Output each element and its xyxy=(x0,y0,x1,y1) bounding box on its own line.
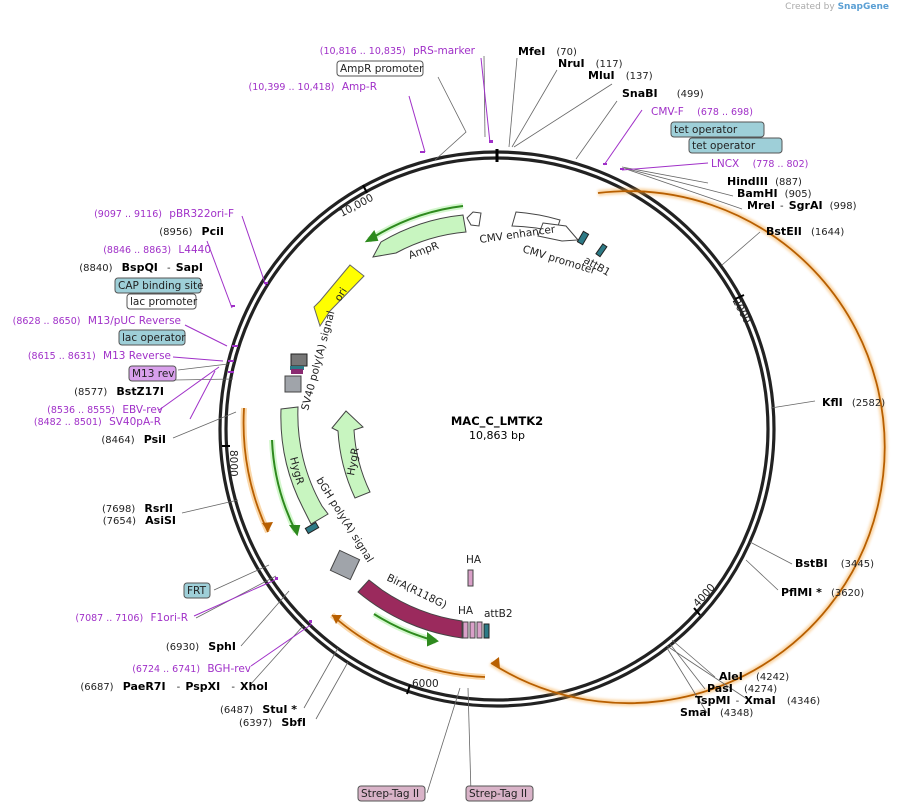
primer-lines xyxy=(158,57,709,667)
box-tet-operator-1: tet operator xyxy=(674,124,738,136)
orf-arcs xyxy=(240,188,888,707)
site-mrei: MreI - SgrAI (998) xyxy=(747,194,857,213)
orf-main xyxy=(490,190,886,705)
site-mfei: MfeI (70) xyxy=(518,40,577,59)
backbone xyxy=(218,149,776,708)
snapgene-credit: Created by SnapGene xyxy=(785,2,889,12)
feature-shapes xyxy=(280,211,608,639)
primer-m13puc: (8628 .. 8650) M13/pUC Reverse xyxy=(13,315,181,327)
boxed-labels: AmpR promoter tet operator tet operator … xyxy=(114,60,783,802)
primer-sv40pa: (8482 .. 8501) SV40pA-R xyxy=(34,416,161,428)
box-ampr-promoter: AmpR promoter xyxy=(340,63,424,75)
site-psii: (8464) PsiI xyxy=(101,428,166,447)
primer-l4440: (8846 .. 8863) L4440 xyxy=(103,244,211,256)
ha-3 xyxy=(476,621,483,639)
primer-f1ori: (7087 .. 7106) F1ori-R xyxy=(75,612,188,624)
box-cap-site: CAP binding site xyxy=(118,280,204,292)
primer-prs: (10,816 .. 10,835) pRS-marker xyxy=(320,45,476,57)
ampr-arrow xyxy=(372,214,467,258)
birA-arrow xyxy=(357,579,463,639)
site-mlui: MluI (137) xyxy=(588,64,653,83)
site-pasi: PasI (4274) xyxy=(707,677,777,696)
plasmid-length: 10,863 bp xyxy=(469,429,525,442)
site-bstbi: BstBI (3445) xyxy=(795,552,874,571)
site-sphi: (6930) SphI xyxy=(166,635,236,654)
site-tspmi: TspMI - XmaI (4346) xyxy=(695,689,820,708)
site-pflmi: PflMI * (3620) xyxy=(781,581,864,600)
orf-lower xyxy=(331,614,486,678)
leader-lines xyxy=(172,55,816,794)
site-rsrii: (7698) RsrII xyxy=(102,497,173,516)
hygr-inner-arrow xyxy=(331,410,371,499)
label-attb1: attB1 xyxy=(582,254,613,279)
primer-marks xyxy=(228,140,624,623)
sv40-block xyxy=(290,353,308,367)
m13-shape xyxy=(291,369,303,374)
tick-8000: 8000 xyxy=(227,450,239,477)
primer-bgh: (6724 .. 6741) BGH-rev xyxy=(132,663,251,675)
plasmid-name: MAC_C_LMTK2 xyxy=(451,414,543,429)
box-lac-operator: lac operator xyxy=(122,332,186,344)
site-stui: (6487) StuI * xyxy=(220,698,297,717)
attb-left xyxy=(304,521,320,535)
primer-ebv: (8536 .. 8555) EBV-rev xyxy=(47,404,163,416)
site-bstz17i: (8577) BstZ17I xyxy=(74,380,164,399)
attb2-shape xyxy=(483,623,490,639)
bgh-polya xyxy=(329,549,361,581)
snapgene-logo: SnapGene xyxy=(837,2,889,12)
ampr-promoter-arrow xyxy=(466,211,482,227)
attb1-shape xyxy=(576,230,590,246)
primer-cmvf: CMV-F (678 .. 698) xyxy=(651,106,753,118)
primer-m13rev: (8615 .. 8631) M13 Reverse xyxy=(28,350,171,362)
tick-2000: 2000 xyxy=(730,296,753,325)
primer-lncx: LNCX (778 .. 802) xyxy=(711,158,808,170)
ha-1 xyxy=(462,621,469,639)
box-strep-tag-1: Strep-Tag II xyxy=(361,788,419,800)
site-nrui: NruI (117) xyxy=(558,52,623,71)
site-paer7i: (6687) PaeR7I - PspXI - XhoI xyxy=(80,675,268,694)
tet-shape xyxy=(595,243,608,258)
site-bamhi: BamHI (905) xyxy=(737,182,812,201)
site-bsteii: BstEII (1644) xyxy=(766,220,844,239)
site-asisi: (7654) AsiSI xyxy=(103,509,176,528)
label-ha-upper: HA xyxy=(466,554,482,566)
ha-2 xyxy=(469,621,476,639)
ha-upper xyxy=(467,569,474,587)
green-arcs xyxy=(269,203,464,647)
site-kfli: KflI (2582) xyxy=(822,391,885,410)
ori-arrow xyxy=(313,264,365,328)
box-frt: FRT xyxy=(187,585,207,597)
primer-ampr: (10,399 .. 10,418) Amp-R xyxy=(249,81,378,93)
credit-prefix: Created by xyxy=(785,2,835,12)
site-smai: SmaI (4348) xyxy=(680,701,753,720)
primer-pbr322: (9097 .. 9116) pBR322ori-F xyxy=(94,208,234,220)
box-m13-rev: M13 rev xyxy=(132,368,175,380)
sv40-teal xyxy=(290,366,304,370)
box-strep-tag-2: Strep-Tag II xyxy=(469,788,527,800)
site-snabi: SnaBI (499) xyxy=(622,82,704,101)
site-hindiii: HindIII (887) xyxy=(727,170,802,189)
label-cmv-enhancer: CMV enhancer xyxy=(479,223,557,246)
hygr-outer-arrow xyxy=(280,406,329,525)
primer-labels: (10,816 .. 10,835) pRS-marker (10,399 ..… xyxy=(13,45,809,675)
site-sbfi: (6397) SbfI xyxy=(239,711,306,730)
sites-right: MfeI (70) NruI (117) MluI (137) SnaBI (4… xyxy=(518,40,885,720)
site-bspqi: (8840) BspQI - SapI xyxy=(79,256,203,275)
site-alei: AleI (4242) xyxy=(719,665,789,684)
tick-6000: 6000 xyxy=(412,678,439,690)
sites-left: (8956) PciI (8840) BspQI - SapI (8577) B… xyxy=(74,220,306,730)
label-hygr-in: HygR xyxy=(345,447,362,477)
sv40-polya xyxy=(284,375,302,393)
site-pcii: (8956) PciI xyxy=(159,220,224,239)
box-tet-operator-2: tet operator xyxy=(692,140,756,152)
label-ha-lower: HA xyxy=(458,605,474,617)
orf-left xyxy=(242,407,269,533)
label-attb2: attB2 xyxy=(484,608,513,620)
box-lac-promoter: lac promoter xyxy=(130,296,198,308)
cmv-promoter-arrow xyxy=(537,222,580,242)
